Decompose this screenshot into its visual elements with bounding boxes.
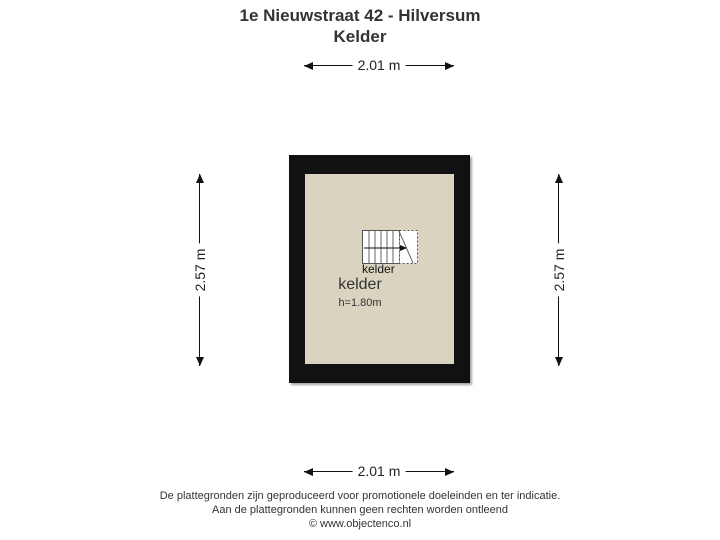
ceiling-height: h=1.80m — [338, 297, 382, 309]
arrow-left-icon — [304, 468, 313, 476]
height-dimension-left: 2.57 m — [192, 174, 208, 366]
width-label-bottom: 2.01 m — [352, 463, 406, 479]
arrow-left-icon — [304, 62, 313, 70]
arrow-up-icon — [555, 174, 563, 183]
copyright-link[interactable]: © www.objectenco.nl — [308, 518, 412, 530]
room-name: kelder — [338, 276, 382, 293]
arrow-up-icon — [196, 174, 204, 183]
width-label-top: 2.01 m — [352, 57, 406, 73]
disclaimer-line-2: Aan de plattegronden kunnen geen rechten… — [211, 504, 508, 516]
width-dimension-top: 2.01 m — [304, 57, 454, 73]
arrow-right-icon — [445, 62, 454, 70]
width-dimension-bottom: 2.01 m — [304, 463, 454, 479]
arrow-right-icon — [445, 468, 454, 476]
height-dimension-right: 2.57 m — [551, 174, 567, 366]
stairs-icon — [362, 230, 418, 264]
floor-name: Kelder — [333, 27, 387, 46]
arrow-down-icon — [555, 357, 563, 366]
room-floor — [305, 174, 454, 364]
floorplan-title: 1e Nieuwstraat 42 - Hilversum — [239, 6, 481, 25]
stairs-label: kelder — [362, 262, 395, 276]
arrow-down-icon — [196, 357, 204, 366]
disclaimer-line-1: De plattegronden zijn geproduceerd voor … — [159, 490, 561, 502]
